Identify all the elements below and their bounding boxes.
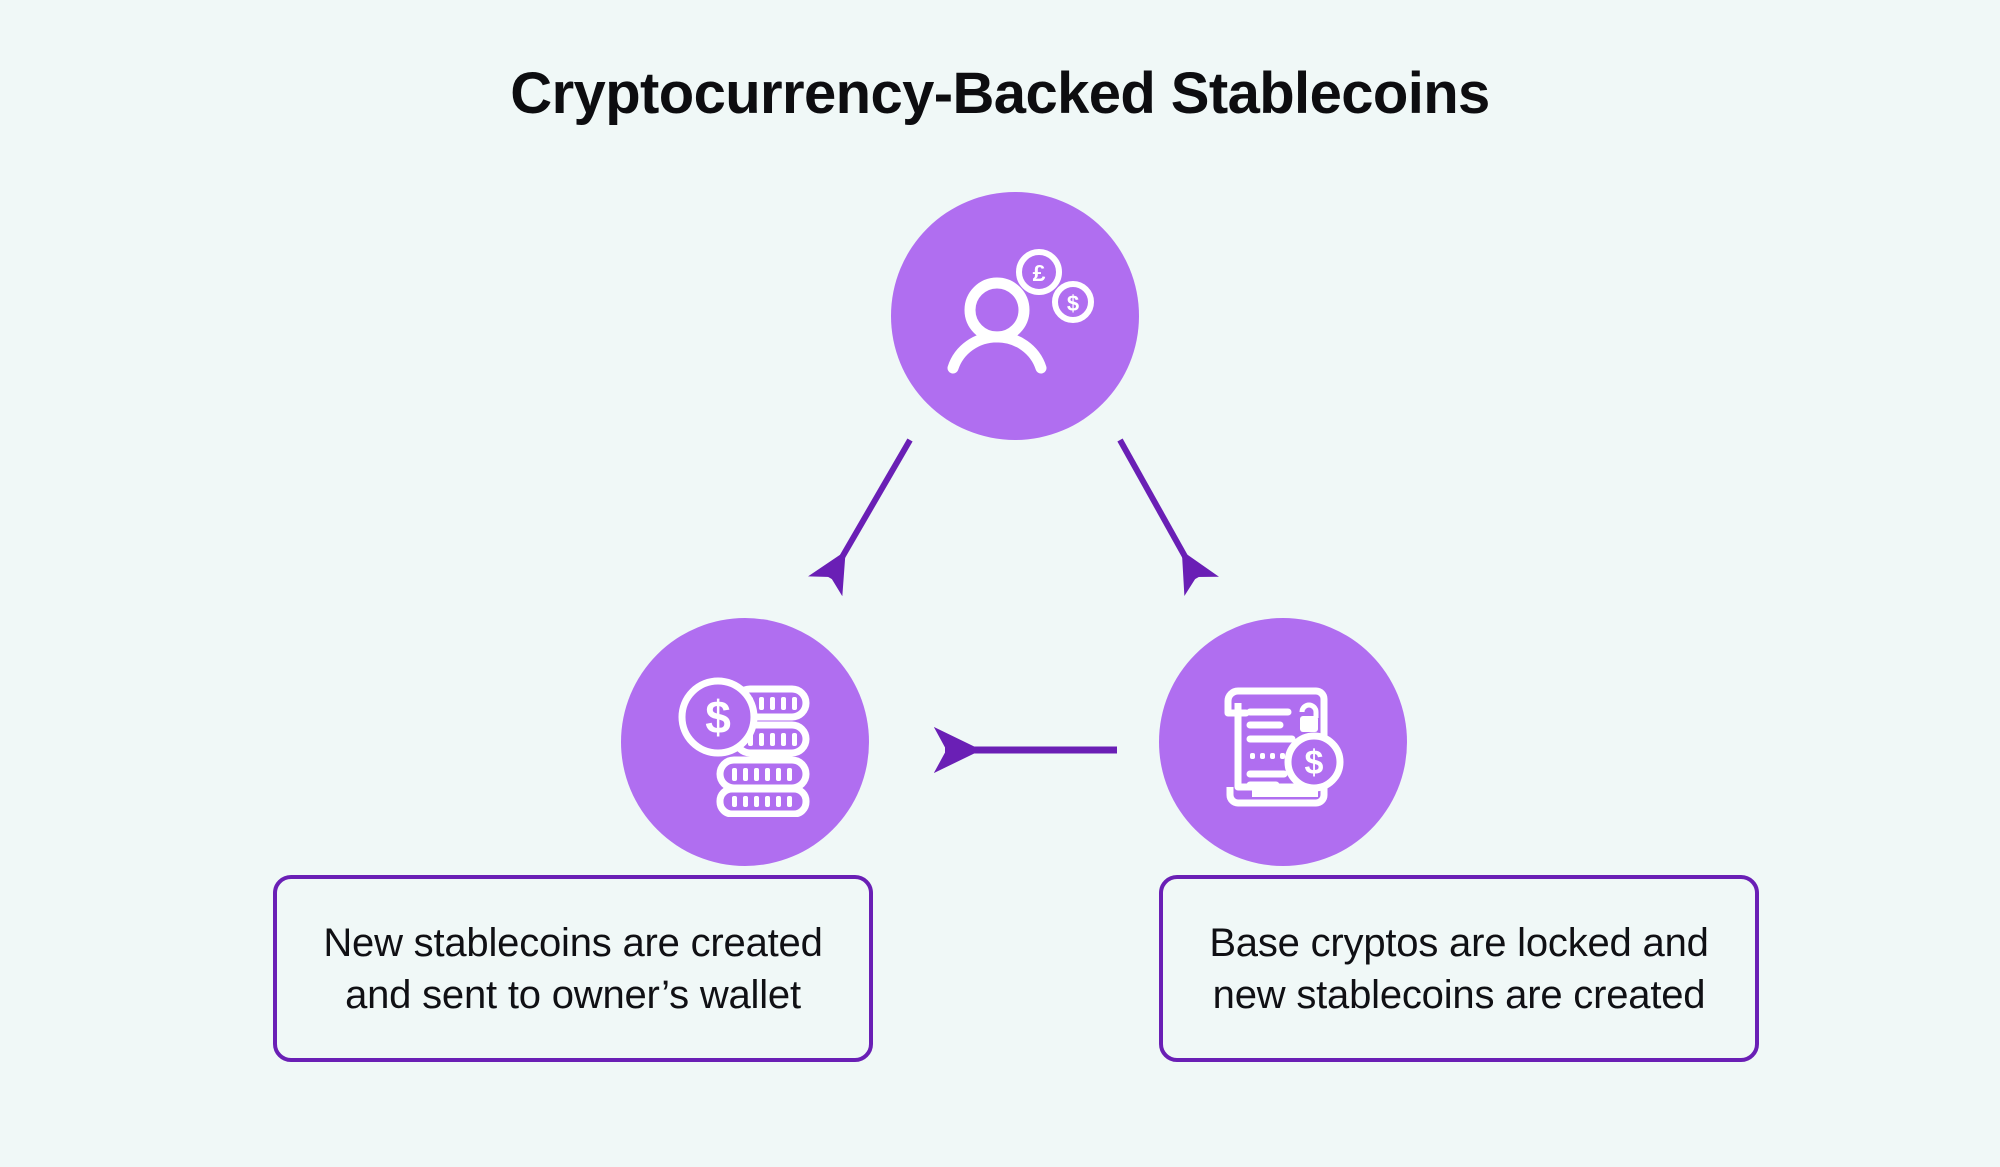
node-contract-circle[interactable]: $ xyxy=(1159,618,1407,866)
arrow-owner-to-coins xyxy=(808,438,913,597)
caption-box-left[interactable]: New stablecoins are created and sent to … xyxy=(273,875,873,1062)
caption-text-left: New stablecoins are created and sent to … xyxy=(323,920,823,1017)
arrow-owner-to-contract xyxy=(1117,438,1219,597)
lock-icon xyxy=(1299,702,1319,732)
svg-text:£: £ xyxy=(1033,260,1046,286)
svg-text:$: $ xyxy=(1067,291,1079,316)
coin-stack-icon: $ xyxy=(678,677,810,817)
node-coins-circle[interactable]: $ xyxy=(621,618,869,866)
page-title: Cryptocurrency-Backed Stablecoins xyxy=(510,61,1490,126)
node-owner-circle[interactable]: £ $ xyxy=(891,192,1139,440)
caption-text-right: Base cryptos are locked and new stableco… xyxy=(1209,920,1709,1017)
locked-contract-icon: $ xyxy=(1224,687,1344,807)
svg-text:$: $ xyxy=(705,691,731,743)
svg-text:$: $ xyxy=(1305,744,1324,782)
person-with-coins-icon: £ $ xyxy=(947,249,1094,374)
caption-box-right[interactable]: Base cryptos are locked and new stableco… xyxy=(1159,875,1759,1062)
